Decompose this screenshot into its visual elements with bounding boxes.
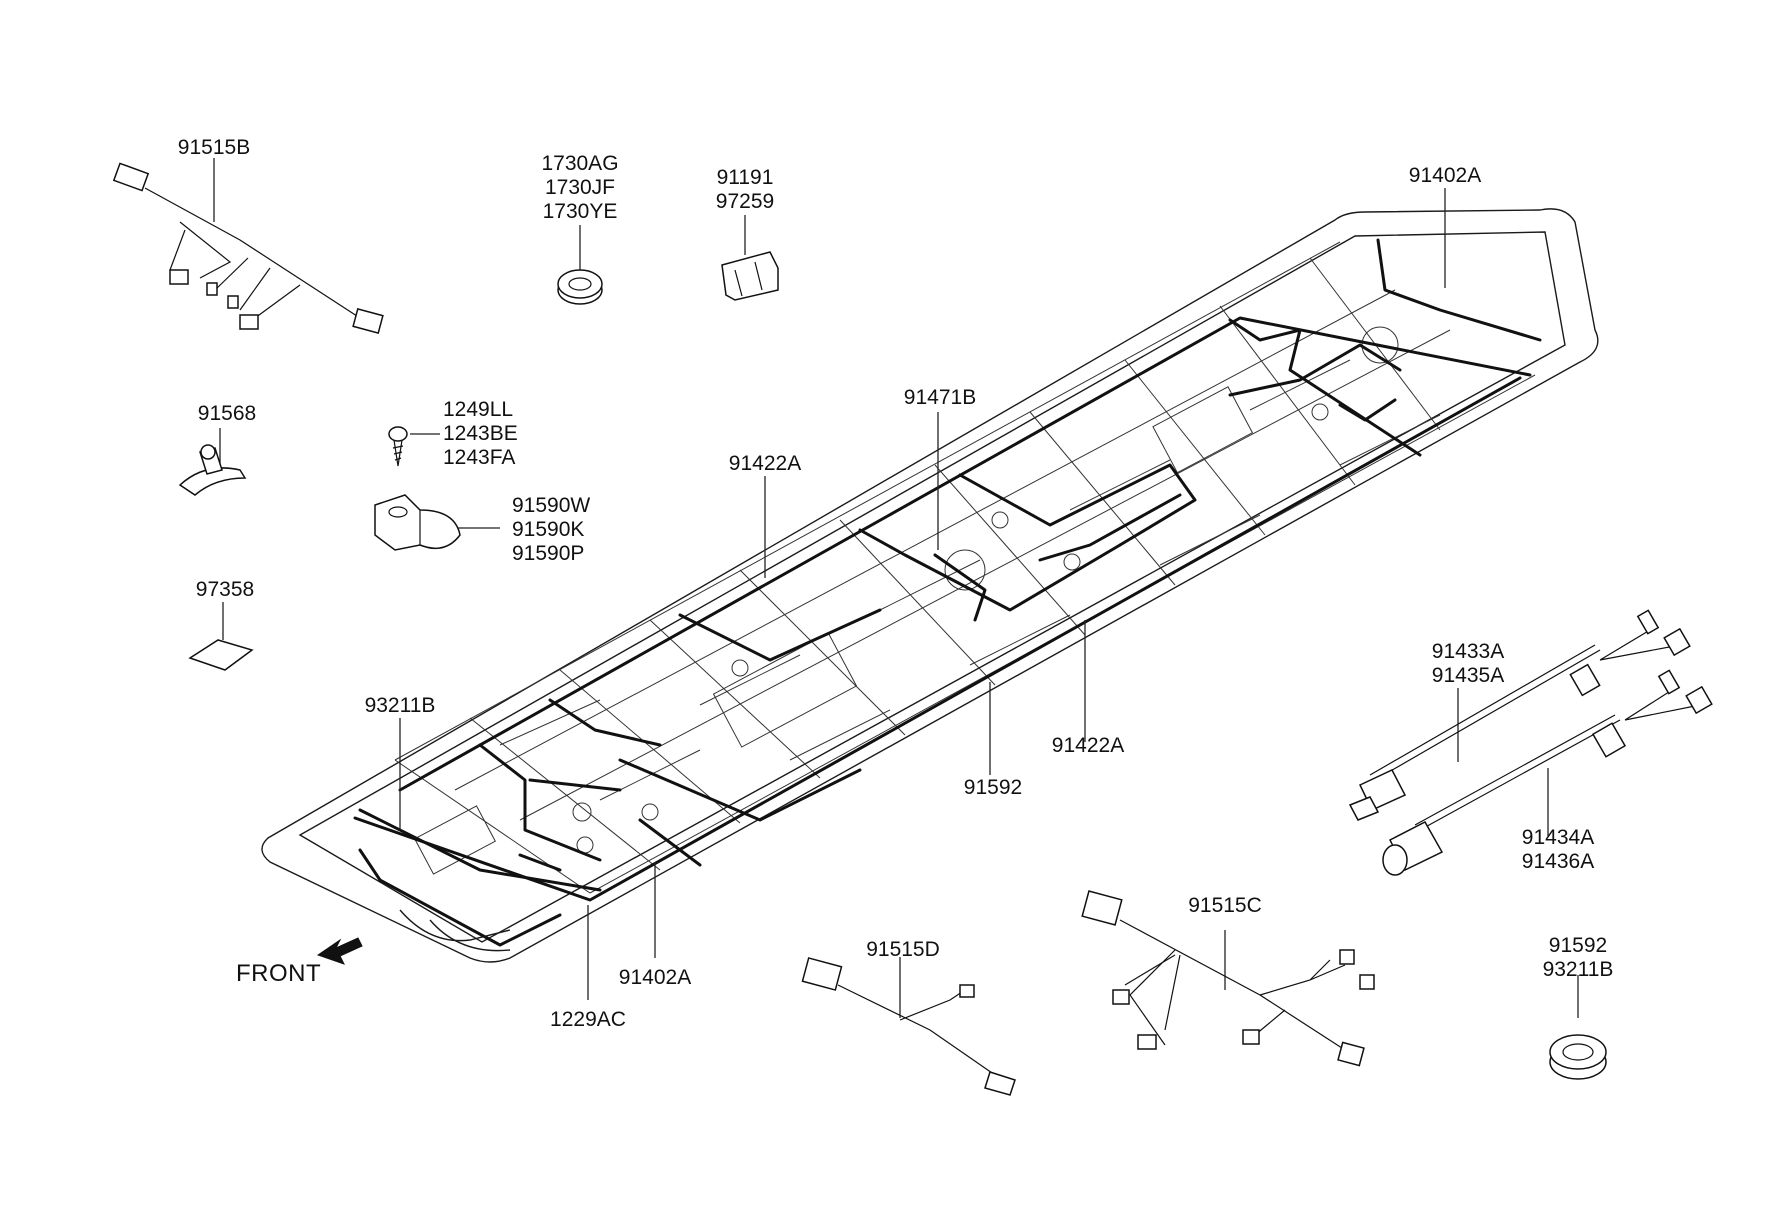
label-91515D: 91515D xyxy=(866,938,940,961)
label-91402A-bottom: 91402A xyxy=(618,966,692,989)
grommet-1730AG xyxy=(557,269,603,305)
main-harness xyxy=(353,238,1542,947)
cable-91433A xyxy=(1348,609,1691,821)
label-1730AG: 1730AG 1730JF 1730YE xyxy=(541,152,619,223)
label-91434A: 91434A 91436A xyxy=(1521,826,1595,873)
clip-91191 xyxy=(721,251,779,301)
cable-91434A xyxy=(1382,669,1713,876)
label-91568: 91568 xyxy=(197,402,257,425)
harness-91515C xyxy=(1081,890,1375,1067)
clamp-91568 xyxy=(178,444,247,496)
harness-91515B xyxy=(112,162,384,334)
label-91515C: 91515C xyxy=(1188,894,1262,917)
label-93211B: 93211B xyxy=(364,694,436,717)
leader-lines xyxy=(213,158,1579,1018)
label-91592-mid: 91592 xyxy=(963,776,1023,799)
screw-1249LL xyxy=(388,426,408,467)
label-91433A: 91433A 91435A xyxy=(1431,640,1505,687)
label-91592-grommet: 91592 93211B xyxy=(1542,934,1614,981)
pad-97358 xyxy=(188,639,254,671)
label-91191: 91191 97259 xyxy=(715,166,775,213)
label-1229AC: 1229AC xyxy=(550,1008,626,1031)
label-91471B: 91471B xyxy=(903,386,977,409)
label-91422A-right: 91422A xyxy=(1051,734,1125,757)
label-97358: 97358 xyxy=(195,578,255,601)
clip-91590W xyxy=(374,494,461,551)
harness-91515D xyxy=(801,957,1016,1096)
label-91515B: 91515B xyxy=(177,136,251,159)
label-91590W: 91590W 91590K 91590P xyxy=(512,494,591,565)
front-arrow-icon xyxy=(316,937,363,965)
floor-panel xyxy=(261,208,1599,963)
grommet-91592 xyxy=(1549,1034,1607,1080)
label-91422A-top: 91422A xyxy=(728,452,802,475)
label-1249LL: 1249LL 1243BE 1243FA xyxy=(443,398,518,469)
label-91402A-top: 91402A xyxy=(1408,164,1482,187)
front-label: FRONT xyxy=(236,960,322,987)
